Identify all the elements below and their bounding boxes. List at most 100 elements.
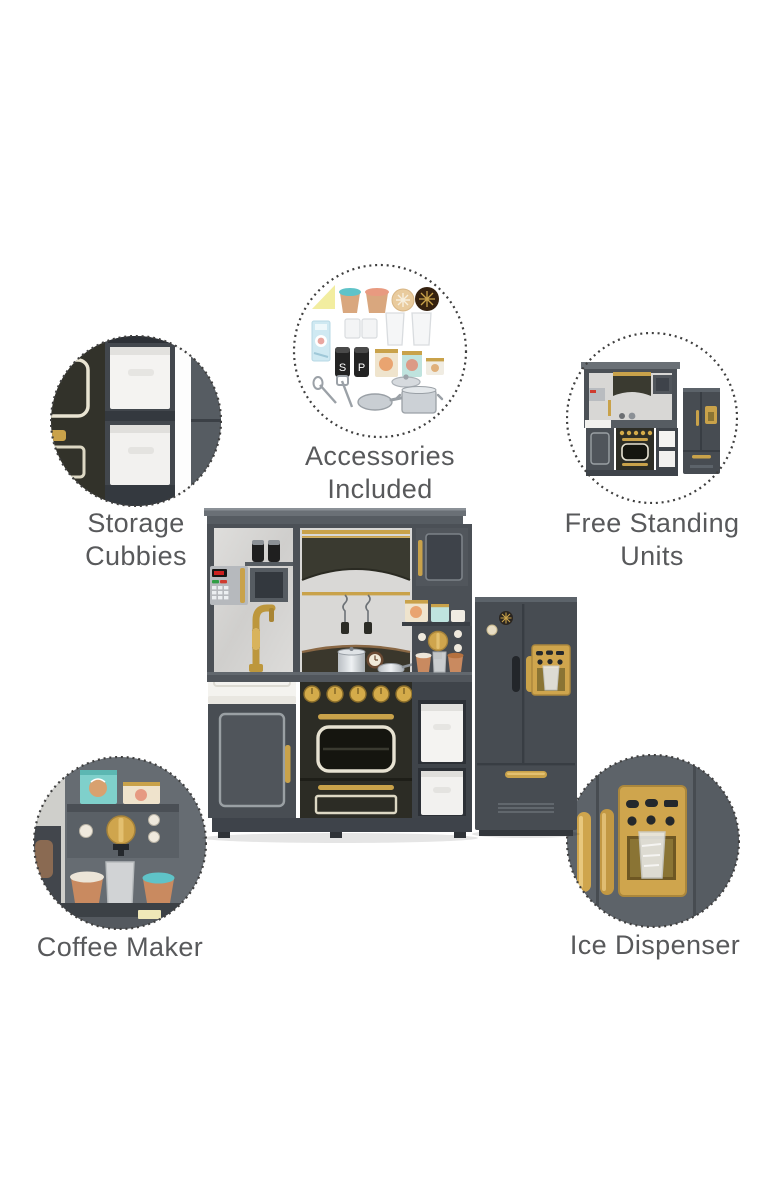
tall-clear-cup-icon bbox=[385, 312, 405, 346]
food-tin-icon bbox=[426, 358, 444, 375]
storage-closeup bbox=[51, 336, 221, 506]
oven-knobs bbox=[303, 685, 413, 703]
utensils-icon bbox=[312, 375, 354, 408]
freezer-drawer bbox=[498, 771, 554, 813]
free-standing-label-line1: Free Standing bbox=[564, 508, 740, 538]
coffee-pod-white-lid bbox=[70, 871, 104, 903]
storage-label-line2: Cubbies bbox=[85, 541, 187, 571]
cheese-wedge-icon bbox=[312, 285, 335, 309]
ice-dispenser-photo bbox=[566, 754, 740, 928]
storage-cubbies-callout-circle bbox=[50, 335, 222, 507]
sticky-note bbox=[138, 910, 161, 919]
storage-cubbies-photo bbox=[50, 335, 222, 507]
svg-text:P: P bbox=[358, 362, 365, 374]
fridge-door-seam bbox=[522, 604, 525, 763]
ice-dispenser-panel bbox=[618, 785, 687, 897]
fabric-bin-top bbox=[110, 347, 170, 409]
range-hood bbox=[301, 530, 411, 581]
countertop bbox=[207, 672, 472, 682]
lower-cabinet bbox=[208, 704, 296, 818]
fabric-bin-bottom bbox=[110, 425, 170, 485]
toy-food-accessories: S P bbox=[311, 285, 444, 414]
kitchen-base bbox=[212, 818, 472, 838]
clear-cup bbox=[105, 861, 135, 906]
faucet bbox=[249, 604, 276, 676]
coffee-maker-label: Coffee Maker bbox=[0, 931, 260, 964]
vent-lines bbox=[498, 803, 554, 813]
gold-door-handle bbox=[577, 812, 591, 892]
food-can-icon bbox=[375, 349, 398, 377]
coffee-machine bbox=[412, 626, 472, 673]
accessories-label: Accessories Included bbox=[240, 440, 520, 506]
gold-handle-fragment bbox=[51, 430, 66, 441]
salt-shaker-icon: S bbox=[335, 347, 350, 377]
mini-oven bbox=[616, 428, 654, 470]
ice-dispenser bbox=[531, 644, 571, 696]
tall-clear-cup-icon bbox=[411, 312, 432, 346]
coffee-maker-photo bbox=[33, 756, 207, 930]
pot-lid-icon bbox=[391, 374, 421, 388]
accessories-label-line1: Accessories bbox=[305, 441, 455, 471]
coffee-pod-peach-icon bbox=[365, 288, 389, 313]
ice-cup bbox=[638, 831, 666, 879]
accessories-included-photo: S P bbox=[292, 263, 468, 439]
refrigerator bbox=[475, 597, 577, 836]
upper-cabinet bbox=[416, 528, 468, 586]
dotted-ring bbox=[33, 756, 207, 930]
dotted-ring bbox=[292, 263, 468, 439]
open-shelf-cubby bbox=[250, 568, 288, 602]
shelf-board bbox=[67, 804, 179, 812]
dotted-ring bbox=[566, 754, 740, 928]
keypad bbox=[212, 586, 229, 600]
microwave-handle bbox=[240, 568, 245, 603]
stockpot bbox=[337, 647, 366, 674]
microwave bbox=[210, 566, 248, 605]
gold-dial bbox=[106, 815, 136, 845]
mini-refrigerator bbox=[683, 388, 720, 474]
counter-edge bbox=[34, 903, 206, 917]
coffee-spout bbox=[113, 844, 129, 856]
pepper-shaker-icon: P bbox=[354, 347, 369, 377]
machine-knob bbox=[148, 814, 160, 826]
door-seam bbox=[596, 755, 599, 927]
coffee-maker-label-line1: Coffee Maker bbox=[36, 932, 204, 962]
oven-handle bbox=[318, 714, 394, 720]
warming-drawer bbox=[314, 785, 398, 815]
cabinet-handle bbox=[285, 745, 291, 783]
storage-cubby-bins bbox=[412, 682, 472, 818]
stockpot-icon bbox=[394, 386, 444, 414]
cabinet-handle bbox=[418, 540, 423, 576]
cookie-icon bbox=[391, 288, 415, 312]
fridge-magnets bbox=[486, 611, 513, 636]
accessories-label-line2: Included bbox=[327, 474, 433, 504]
toy-can-cream bbox=[123, 782, 160, 804]
gold-door-handle bbox=[600, 809, 614, 895]
hanging-utensil bbox=[341, 622, 349, 634]
kitchen-timer bbox=[366, 651, 384, 669]
small-clear-cup-icon bbox=[361, 318, 378, 339]
spice-shakers bbox=[245, 540, 293, 566]
ice-dispenser-label-line1: Ice Dispenser bbox=[569, 930, 741, 960]
coffee-maker-callout-circle bbox=[33, 756, 207, 930]
toy-can-teal bbox=[80, 770, 117, 804]
food-can-icon bbox=[402, 351, 422, 377]
coffee-pods-and-cup bbox=[415, 651, 464, 673]
mini-kitchen-unit bbox=[581, 362, 680, 476]
machine-knob bbox=[148, 831, 160, 843]
door-seam bbox=[693, 755, 696, 927]
coffee-pod-teal-lid bbox=[142, 872, 175, 903]
play-kitchen-illustration bbox=[202, 508, 580, 843]
svg-text:S: S bbox=[339, 362, 346, 374]
utensil-rail bbox=[302, 592, 410, 634]
hanging-utensil bbox=[364, 622, 372, 634]
free-standing-callout-circle bbox=[566, 332, 738, 504]
machine-knob bbox=[79, 824, 93, 838]
milk-carton-icon bbox=[311, 320, 331, 362]
ice-dispenser-callout-circle bbox=[566, 754, 740, 928]
ice-dispenser-label: Ice Dispenser bbox=[515, 929, 780, 962]
free-standing-label-line2: Units bbox=[620, 541, 684, 571]
dispenser-buttons bbox=[626, 799, 678, 826]
dotted-ring bbox=[566, 332, 738, 504]
oven-door-window bbox=[316, 725, 396, 773]
